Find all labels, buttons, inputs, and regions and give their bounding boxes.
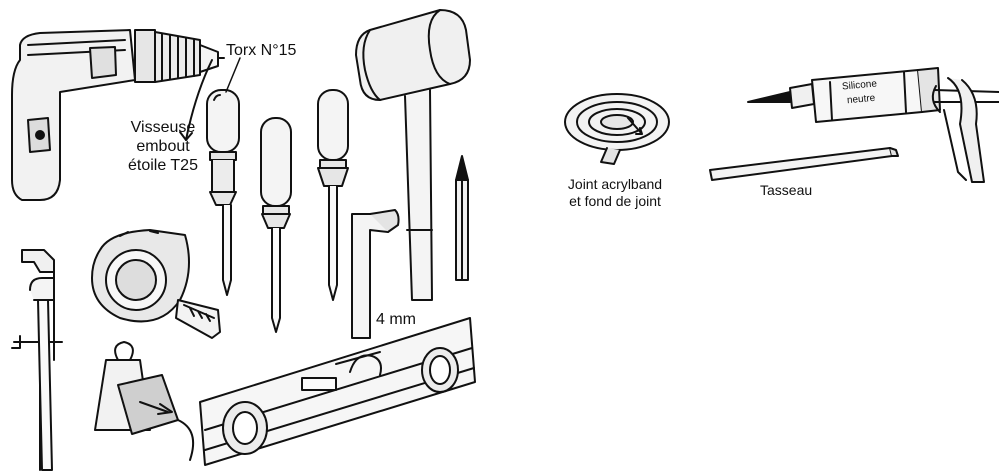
- joint-line-2: et fond de joint: [569, 193, 661, 209]
- mallet-icon: [356, 10, 470, 300]
- tasseau-label: Tasseau: [760, 182, 813, 198]
- tape-measure-icon: [92, 230, 220, 338]
- visseuse-line-1: Visseuse: [130, 119, 196, 136]
- visseuse-line-2: embout: [136, 138, 190, 155]
- drill-icon: [12, 30, 224, 200]
- joint-line-1: Joint acrylband: [567, 176, 663, 192]
- plumb-bracket-icon: [12, 250, 62, 470]
- pencil-icon: [456, 156, 468, 280]
- spirit-level-icon: [200, 318, 475, 465]
- tasseau-icon: [710, 148, 898, 180]
- silicone-label-2: neutre: [846, 92, 876, 107]
- screwdriver-1-icon: [207, 90, 239, 295]
- torx-leader: [226, 58, 240, 92]
- visseuse-label: Visseuse embout étoile T25: [103, 118, 223, 175]
- visseuse-line-3: étoile T25: [128, 157, 198, 174]
- joint-label: Joint acrylband et fond de joint: [545, 176, 685, 210]
- hex-key-icon: [352, 210, 399, 338]
- joint-roll-icon: [565, 94, 669, 164]
- hex-size-label: 4 mm: [376, 311, 416, 328]
- chalk-card-icon: [118, 375, 193, 460]
- screwdriver-2-icon: [261, 118, 291, 332]
- torx-label: Torx N°15: [226, 42, 297, 59]
- screwdriver-3-icon: [318, 90, 348, 300]
- silicone-gun-icon: [748, 68, 999, 182]
